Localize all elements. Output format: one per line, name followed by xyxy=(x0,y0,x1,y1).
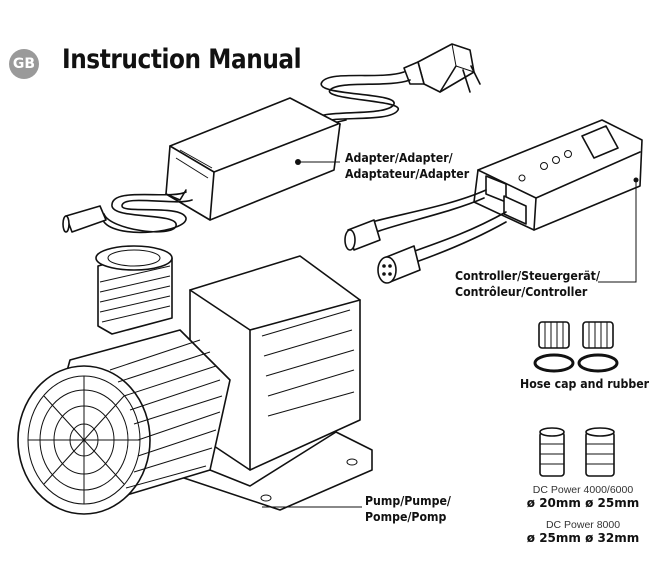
fittings-group1-d2: ø 25mm xyxy=(585,496,640,510)
pump-label: Pump/Pumpe/ Pompe/Pomp xyxy=(365,493,463,525)
fittings-group-8000: DC Power 8000 ø 25mm ø 32mm xyxy=(518,519,648,545)
fittings-group2-d2: ø 32mm xyxy=(585,531,640,545)
fittings-group1-sizes: ø 20mm ø 25mm xyxy=(518,496,648,510)
power-adapter-illustration xyxy=(62,97,341,234)
language-badge: GB xyxy=(9,49,39,79)
adapter-label: Adapter/Adapter/ Adaptateur/Adapter xyxy=(345,150,486,182)
fittings-group1-d1: ø 20mm xyxy=(526,496,581,510)
controller-label-line1: Controller/Steuergerät/ xyxy=(455,268,600,283)
hose-cap-label: Hose cap and rubber xyxy=(520,376,650,391)
controller-leader-line xyxy=(598,182,637,283)
pump-label-line1: Pump/Pumpe/ xyxy=(365,493,451,508)
fittings-group2-d1: ø 25mm xyxy=(526,531,581,545)
adapter-label-line2: Adaptateur/Adapter xyxy=(345,166,470,181)
pump-illustration xyxy=(17,245,373,515)
controller-illustration xyxy=(344,119,643,284)
hose-adapters-illustration xyxy=(539,427,615,477)
controller-label-line2: Contrôleur/Controller xyxy=(455,284,588,299)
fittings-group-4000-6000: DC Power 4000/6000 ø 20mm ø 25mm xyxy=(518,484,648,510)
page-title: Instruction Manual xyxy=(62,44,302,75)
fittings-group1-title: DC Power 4000/6000 xyxy=(532,484,634,496)
adapter-label-line1: Adapter/Adapter/ xyxy=(345,150,453,165)
fittings-group2-title: DC Power 8000 xyxy=(545,519,621,531)
power-plug-illustration xyxy=(403,43,481,93)
controller-label: Controller/Steuergerät/ Contrôleur/Contr… xyxy=(455,268,620,300)
fittings-group2-sizes: ø 25mm ø 32mm xyxy=(518,531,648,545)
pump-label-line2: Pompe/Pomp xyxy=(365,509,447,524)
hose-caps-illustration xyxy=(533,321,619,373)
